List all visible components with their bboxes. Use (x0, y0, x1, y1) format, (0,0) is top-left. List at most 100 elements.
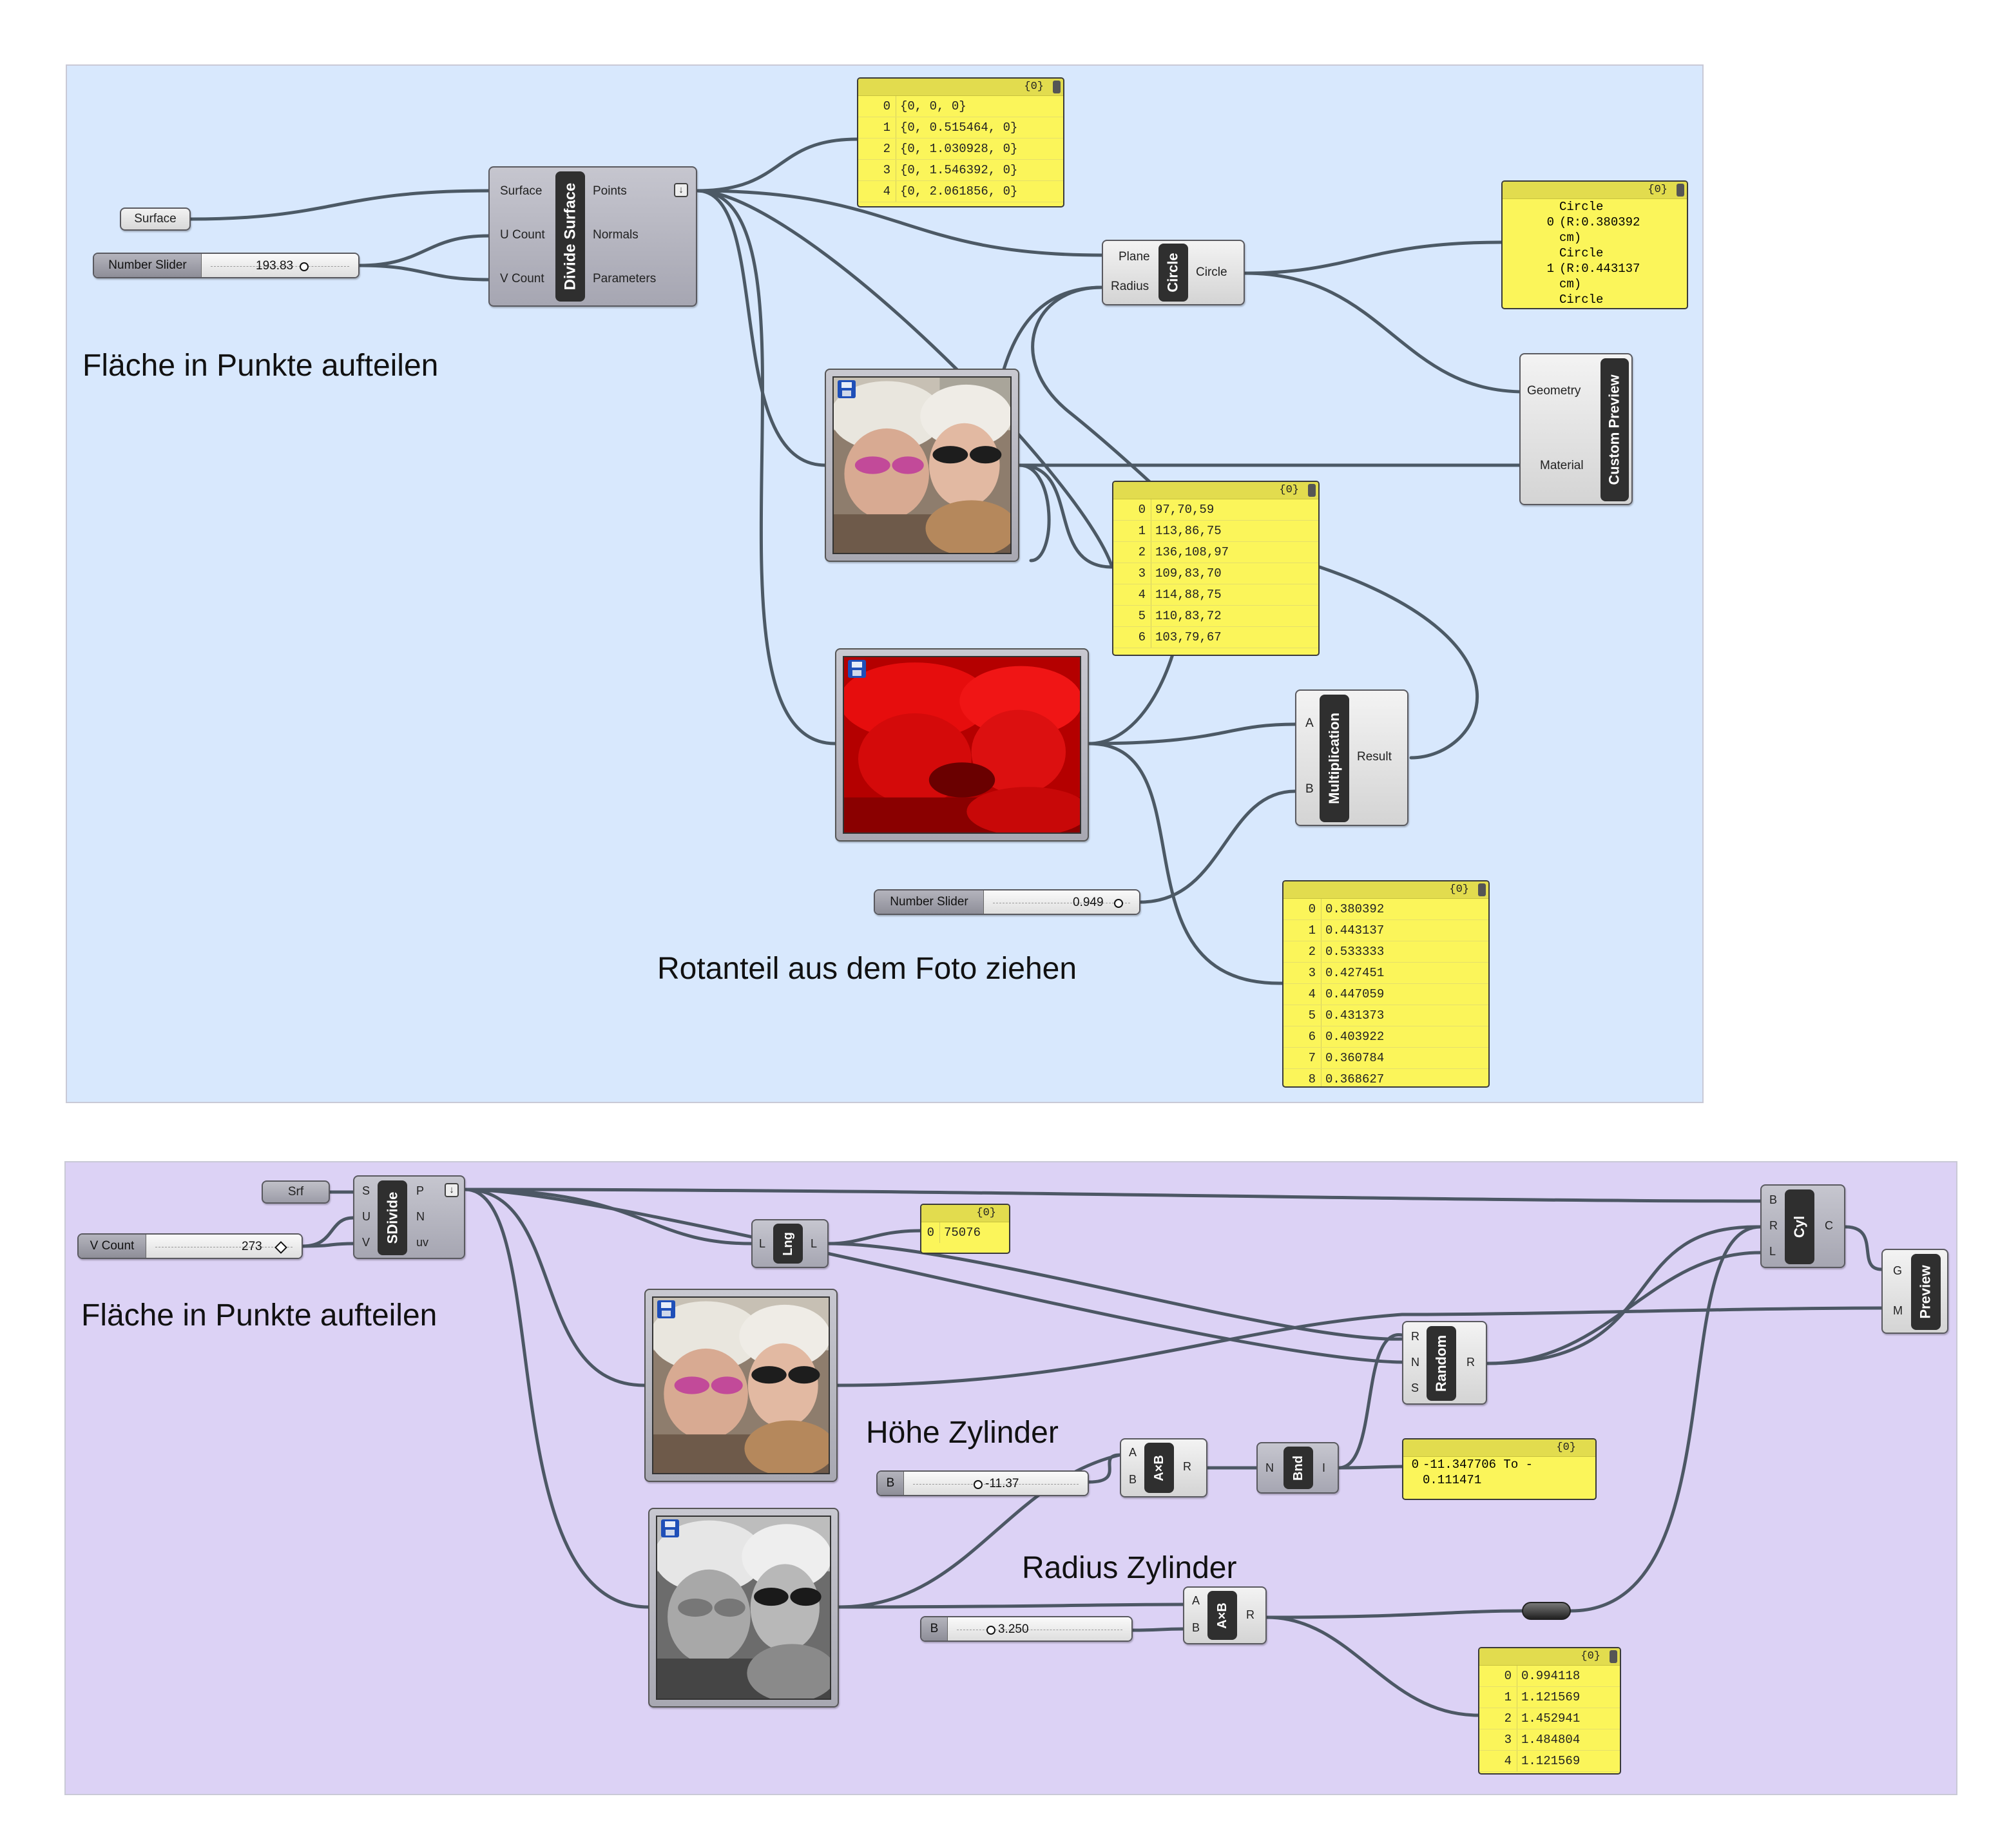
image-sampler-color[interactable] (825, 369, 1019, 562)
input-plane[interactable]: Plane (1119, 250, 1150, 264)
input-s[interactable]: S (1411, 1381, 1419, 1394)
output-c[interactable]: C (1825, 1219, 1833, 1232)
input-r[interactable]: R (1411, 1330, 1419, 1343)
slider-track[interactable]: -11.37 (904, 1472, 1088, 1495)
input-l[interactable]: L (1769, 1245, 1776, 1258)
download-arrow-icon[interactable]: ↓ (674, 183, 688, 197)
slider-value: 3.250 (998, 1622, 1029, 1636)
random-component[interactable]: R N S Random R (1402, 1321, 1487, 1405)
output-r[interactable]: R (1246, 1608, 1254, 1621)
input-b[interactable]: B (1305, 782, 1314, 796)
srf-param[interactable]: Srf (262, 1180, 330, 1204)
preview-component[interactable]: G M Preview (1881, 1249, 1948, 1334)
slider-knob[interactable] (986, 1626, 995, 1635)
output-r[interactable]: R (1466, 1356, 1475, 1369)
image-sampler-red[interactable] (835, 648, 1089, 842)
multiplication-component[interactable]: A B Multiplication Result (1295, 689, 1408, 826)
input-l[interactable]: L (759, 1237, 766, 1250)
component-nickname: A×B (1207, 1591, 1237, 1640)
input-a[interactable]: A (1192, 1594, 1200, 1607)
photo-red (843, 656, 1081, 834)
panel-points[interactable]: {0} 0{0, 0, 0} 1{0, 0.515464, 0} 2{0, 1.… (857, 77, 1064, 207)
slider-knob[interactable] (300, 262, 309, 271)
input-n[interactable]: N (1265, 1461, 1274, 1474)
input-u[interactable]: U (362, 1210, 370, 1223)
note-cylinder-height: Höhe Zylinder (866, 1416, 1059, 1450)
radius-factor-slider[interactable]: B 3.250 (920, 1616, 1133, 1642)
floppy-disk-icon[interactable] (838, 380, 856, 398)
output-points[interactable]: Points (593, 184, 627, 198)
panel-path: {0} (1479, 1648, 1620, 1666)
output-l[interactable]: L (811, 1237, 818, 1250)
slider-knob[interactable] (1114, 899, 1123, 908)
cylinder-component[interactable]: B R L Cyl C (1760, 1184, 1845, 1268)
v-count-slider[interactable]: V Count 273 (77, 1233, 303, 1259)
number-slider-ucount[interactable]: Number Slider 193.83 (93, 253, 360, 278)
number-slider-factor[interactable]: Number Slider 0.949 (874, 889, 1140, 915)
length-component[interactable]: L Lng L (751, 1219, 829, 1268)
surface-param[interactable]: Surface (120, 207, 191, 231)
output-parameters[interactable]: Parameters (593, 272, 657, 285)
output-result[interactable]: Result (1357, 750, 1392, 764)
panel-circles[interactable]: {0} Circle 0(R:0.380392 cm) Circle 1(R:0… (1501, 180, 1688, 309)
multiply-height-component[interactable]: A B A×B R (1120, 1438, 1207, 1497)
relay-node[interactable] (1522, 1602, 1571, 1620)
input-u-count[interactable]: U Count (500, 228, 545, 242)
multiply-radius-component[interactable]: A B A×B R (1183, 1586, 1267, 1644)
input-s[interactable]: S (362, 1184, 370, 1197)
input-b[interactable]: B (1129, 1473, 1137, 1486)
output-uv[interactable]: uv (416, 1236, 429, 1249)
input-b[interactable]: B (1192, 1621, 1200, 1634)
output-p[interactable]: P (416, 1184, 425, 1197)
divide-surface-component[interactable]: Surface U Count V Count Divide Surface P… (488, 166, 697, 307)
input-v[interactable]: V (362, 1236, 370, 1249)
floppy-disk-icon[interactable] (848, 660, 866, 678)
custom-preview-component[interactable]: Geometry Material Custom Preview (1519, 353, 1633, 505)
slider-value: 273 (242, 1240, 262, 1253)
output-normals[interactable]: Normals (593, 228, 639, 242)
output-r[interactable]: R (1183, 1460, 1191, 1473)
slider-label: B (878, 1472, 904, 1495)
image-sampler-color-2[interactable] (644, 1289, 838, 1482)
slider-label: B (921, 1617, 948, 1641)
panel-bounds-rows: 0-11.347706 To - 0.111471 (1411, 1458, 1533, 1487)
circle-component[interactable]: Plane Radius Circle Circle (1102, 240, 1245, 305)
floppy-disk-icon[interactable] (657, 1300, 675, 1318)
panel-path: {0} (921, 1205, 1009, 1222)
input-a[interactable]: A (1305, 717, 1314, 730)
input-g[interactable]: G (1893, 1264, 1903, 1277)
input-a[interactable]: A (1129, 1446, 1137, 1459)
output-i[interactable]: I (1322, 1461, 1326, 1474)
slider-knob[interactable] (974, 1480, 983, 1489)
output-n[interactable]: N (416, 1210, 425, 1223)
slider-track[interactable]: 273 (146, 1235, 302, 1258)
input-geometry[interactable]: Geometry (1527, 384, 1581, 398)
component-nickname: Bnd (1283, 1447, 1313, 1489)
panel-bounds[interactable]: {0} 0-11.347706 To - 0.111471 (1402, 1438, 1597, 1500)
input-m[interactable]: M (1893, 1304, 1903, 1317)
sdivide-component[interactable]: S U V SDivide P N uv ↓ (353, 1175, 465, 1259)
input-r[interactable]: R (1769, 1219, 1778, 1232)
floppy-disk-icon[interactable] (661, 1519, 679, 1537)
slider-track[interactable]: 0.949 (984, 890, 1139, 914)
input-surface[interactable]: Surface (500, 184, 543, 198)
input-material[interactable]: Material (1540, 459, 1584, 472)
output-circle[interactable]: Circle (1196, 265, 1227, 279)
input-n[interactable]: N (1411, 1356, 1419, 1369)
download-arrow-icon[interactable]: ↓ (445, 1183, 459, 1197)
slider-track[interactable]: 3.250 (948, 1617, 1131, 1641)
note-cylinder-radius: Radius Zylinder (1022, 1551, 1237, 1585)
input-b[interactable]: B (1769, 1193, 1778, 1206)
slider-knob[interactable] (274, 1241, 287, 1254)
input-v-count[interactable]: V Count (500, 272, 544, 285)
slider-track[interactable]: 193.83 (202, 254, 358, 277)
note-red-channel: Rotanteil aus dem Foto ziehen (657, 952, 1077, 986)
image-sampler-gray[interactable] (648, 1508, 839, 1708)
bounds-component[interactable]: N Bnd I (1256, 1442, 1339, 1494)
input-radius[interactable]: Radius (1111, 280, 1149, 293)
height-factor-slider[interactable]: B -11.37 (876, 1470, 1089, 1496)
